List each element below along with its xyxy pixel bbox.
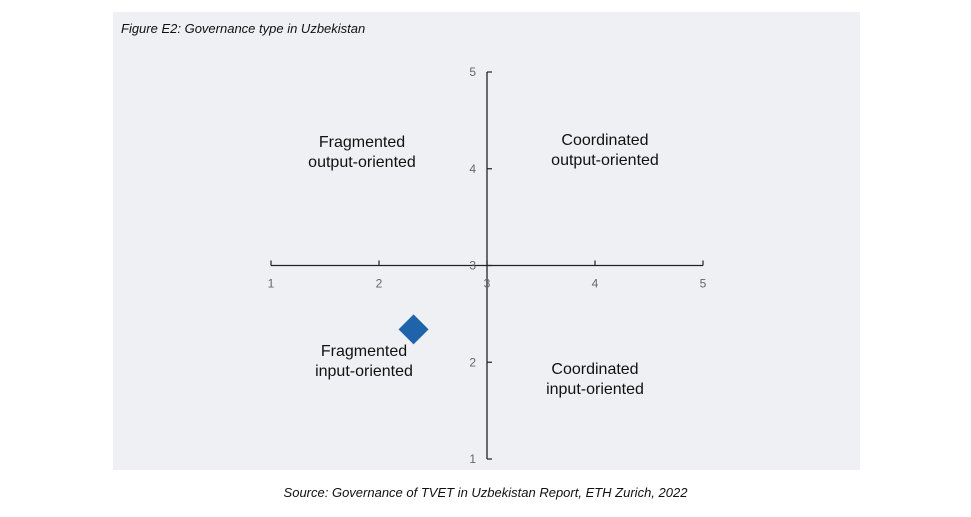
source-note: Source: Governance of TVET in Uzbekistan… [283, 485, 688, 500]
tick-labels: 1 2 3 4 5 1 2 3 4 5 [268, 65, 707, 466]
y-tick-label: 5 [469, 65, 476, 79]
figure-title: Figure E2: Governance type in Uzbekistan [121, 21, 366, 36]
x-tick-label: 4 [592, 277, 599, 291]
y-tick-label: 2 [469, 355, 476, 369]
x-tick-label: 2 [376, 277, 383, 291]
quadrant-label-top-left-line1: Fragmented [319, 134, 405, 151]
quadrant-label-top-left-line2: output-oriented [308, 154, 416, 171]
y-tick-label: 4 [469, 162, 476, 176]
quadrant-label-bottom-right-line1: Coordinated [551, 361, 638, 378]
axes [270, 71, 704, 460]
quadrant-labels: Fragmented output-oriented Coordinated o… [308, 132, 659, 398]
x-tick-label: 3 [484, 277, 491, 291]
diamond-marker [398, 314, 429, 345]
quadrant-label-bottom-left-line2: input-oriented [315, 363, 413, 380]
x-tick-label: 5 [700, 277, 707, 291]
quadrant-label-bottom-left-line1: Fragmented [321, 343, 407, 360]
data-points [398, 314, 429, 345]
x-tick-label: 1 [268, 277, 275, 291]
quadrant-label-bottom-right-line2: input-oriented [546, 381, 644, 398]
quadrant-label-top-right-line1: Coordinated [561, 132, 648, 149]
y-tick-label: 3 [469, 259, 476, 273]
y-tick-label: 1 [469, 452, 476, 466]
quadrant-label-top-right-line2: output-oriented [551, 152, 659, 169]
